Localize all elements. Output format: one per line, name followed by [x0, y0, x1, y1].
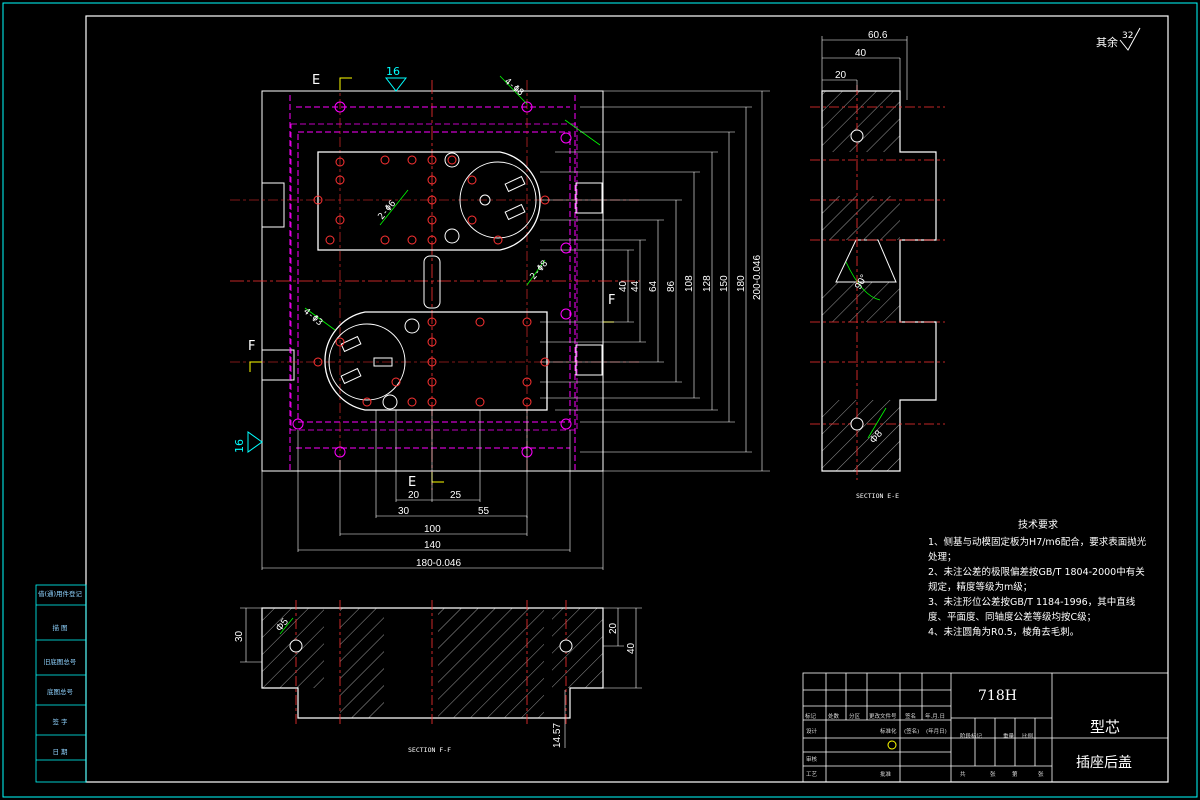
callout-4-phi8: 4-Φ8 [502, 77, 525, 99]
left-col-label-1: 借(通)用件登记 [37, 590, 83, 598]
left-col-label-6: 日 期 [52, 748, 68, 756]
roughness-note-label: 其余 [1096, 35, 1118, 49]
dim-right-64: 64 [648, 280, 659, 292]
dim-bottom-55: 55 [478, 506, 490, 517]
tb-std-1: (签名) [904, 729, 920, 735]
dim-bottom-100: 100 [424, 524, 441, 535]
tb-std-3: 批准 [880, 772, 892, 778]
product-name: 插座后盖 [1076, 755, 1132, 771]
section-ee-title: SECTION E-E [856, 492, 899, 500]
tb-row-design: 设计 [806, 729, 818, 735]
dim-right-44: 44 [630, 280, 641, 292]
roughness-mark-top: 16 [386, 65, 400, 78]
drawing-frame [85, 15, 1169, 783]
tech-requirements-heading: 技术要求 [1018, 520, 1058, 531]
section-ff-title: SECTION F-F [408, 746, 451, 754]
callout-2-phi8: 2-Φ8 [529, 259, 551, 282]
section-mark-e-top: E [312, 73, 320, 88]
dim-right-86: 86 [666, 280, 677, 292]
part-name: 型芯 [1090, 718, 1121, 736]
ee-dim-20: 20 [835, 70, 847, 81]
dim-bottom-140: 140 [424, 540, 441, 551]
dim-right-200: 200-0.046 [752, 255, 763, 300]
tech-requirements: 技术要求 1、侧基与动模固定板为H7/m6配合，要求表面抛光处理； 2、未注公差… [928, 518, 1148, 640]
left-col-label-2: 描 图 [52, 624, 68, 632]
tech-requirement-1: 1、侧基与动模固定板为H7/m6配合，要求表面抛光处理； [928, 537, 1147, 563]
dim-bottom-20: 20 [408, 490, 420, 501]
section-ff-view: 30 Φ5 20 40 14.57 SECTION F-F [234, 600, 642, 754]
dim-right-180: 180 [736, 275, 747, 292]
dim-right-150: 150 [719, 275, 730, 292]
tb-sheet-0: 共 [960, 772, 966, 778]
tb-stage-0: 阶段标记 [960, 734, 983, 740]
tb-row-review: 审核 [806, 757, 818, 763]
roughness-note: 其余 32 [1096, 27, 1141, 51]
left-col-label-5: 签 字 [52, 718, 68, 726]
tb-sheet-1: 张 [990, 772, 996, 778]
section-mark-f-left: F [248, 339, 255, 354]
dim-right-40: 40 [618, 280, 629, 292]
tech-requirement-2: 2、未注公差的极限偏差按GB/T 1804-2000中有关规定，精度等级为m级； [928, 567, 1145, 593]
tb-header-3: 更改文件号 [869, 714, 897, 720]
tb-header-2: 分区 [849, 714, 861, 720]
dim-bottom-180: 180-0.046 [416, 558, 461, 569]
tech-requirement-3: 3、未注形位公差按GB/T 1184-1996，其中直线度、平面度、同轴度公差等… [928, 597, 1136, 623]
roughness-mark-left: 16 [233, 439, 246, 453]
ee-dim-60-6: 60.6 [868, 30, 888, 41]
left-col-label-4: 底图总号 [47, 688, 73, 696]
ee-dim-40: 40 [855, 48, 867, 59]
tb-header-0: 标记 [805, 714, 817, 720]
tb-sheet-3: 张 [1038, 772, 1044, 778]
tb-header-1: 处数 [828, 714, 840, 720]
dim-right-108: 108 [684, 275, 695, 292]
callout-2-phi6: 2-Φ6 [377, 199, 399, 222]
callout-4-phi3: 4-Φ3 [301, 307, 324, 329]
roughness-note-value: 32 [1122, 31, 1133, 41]
section-mark-f-right: F [608, 293, 615, 308]
tb-std-2: (年月日) [926, 729, 947, 735]
dim-right-128: 128 [702, 275, 713, 292]
left-col-label-3: 旧底图总号 [43, 658, 77, 666]
section-mark-e-bottom: E [408, 475, 416, 490]
tb-header-5: 年.月.日 [925, 714, 945, 720]
tb-row-process: 工艺 [806, 772, 818, 778]
tech-requirement-4: 4、未注圆角为R0.5，棱角去毛刺。 [928, 627, 1080, 638]
tb-header-4: 签名 [905, 714, 917, 720]
ff-dim-14-57: 14.57 [552, 723, 563, 748]
tb-stage-1: 重量 [1003, 734, 1015, 740]
dim-bottom-30: 30 [398, 506, 410, 517]
title-block-grid [802, 672, 1169, 783]
tb-std-0: 标准化 [880, 729, 897, 735]
ff-dim-40: 40 [626, 642, 637, 654]
dim-bottom-25: 25 [450, 490, 462, 501]
main-view: 4-Φ8 2-Φ6 2-Φ8 4-Φ3 E E F F 16 16 40 [230, 65, 770, 570]
left-column-grid [35, 584, 87, 783]
tb-stage-2: 比例 [1022, 734, 1034, 740]
tb-sheet-2: 第 [1012, 772, 1018, 778]
ff-dim-30: 30 [234, 630, 245, 642]
ff-dim-20: 20 [608, 622, 619, 634]
material-label: 718H [978, 688, 1017, 704]
section-ee-view: 60.6 40 20 90° Φ8 SECTION E-E [810, 30, 945, 500]
